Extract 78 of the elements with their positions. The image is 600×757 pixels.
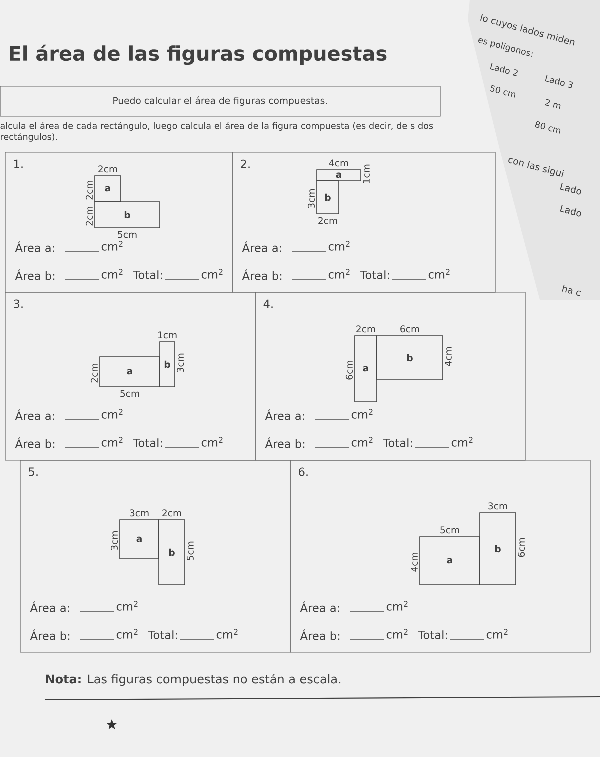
unit-label: cm$^{2}$ [202, 269, 223, 279]
dimension-label: 5cm [440, 526, 460, 534]
sheet-text: ha c [562, 284, 582, 296]
unit-label: cm$^{2}$ [386, 629, 408, 639]
sheet-text: Lado 3 [545, 75, 574, 88]
dimension-label: 3cm [488, 502, 508, 510]
unit-label: cm$^{2}$ [452, 437, 473, 447]
dimension-label: 5cm [118, 231, 137, 238]
dimension-label: 5cm [187, 542, 194, 561]
unit-label: cm$^{2}$ [102, 269, 123, 279]
problem-number: 6. [299, 468, 308, 476]
dimension-label: 6cm [518, 538, 526, 558]
dimension-label: 5cm [120, 390, 140, 398]
unit-label: cm$^{2}$ [428, 269, 450, 279]
sheet-text: 2 m [545, 100, 561, 110]
note-text: Nota: Las figuras compuestas no están a escala. [46, 674, 341, 686]
dimension-label: 2cm [98, 166, 118, 173]
area-label: Área a: [300, 602, 340, 612]
dimension-label: 6cm [400, 326, 420, 333]
title: El área de las figuras compuestas [10, 44, 387, 66]
sheet-text: Lado [560, 183, 582, 195]
problem-number: 3. [14, 300, 23, 308]
unit-label: cm$^{2}$ [328, 269, 350, 279]
unit-label: cm$^{2}$ [202, 437, 223, 447]
area-label: Área b: [265, 438, 305, 448]
area-label: Total: [133, 270, 162, 280]
dimension-label: 3cm [177, 354, 184, 373]
dimension-label: 2cm [356, 326, 376, 333]
dimension-label: 1cm [363, 164, 370, 184]
area-label: Área a: [242, 242, 282, 252]
unit-label: cm$^{2}$ [116, 601, 138, 611]
area-label: Total: [133, 438, 162, 448]
area-label: Área b: [242, 270, 282, 280]
unit-label: cm$^{2}$ [102, 409, 123, 419]
dimension-label: 3cm [110, 532, 118, 550]
dimension-label: 3cm [308, 190, 315, 208]
dimension-label: 4cm [411, 553, 418, 572]
problem-number: 2. [241, 160, 250, 168]
dimension-label: 2cm [318, 217, 338, 224]
sheet-text: 50 cm [490, 85, 516, 98]
unit-label: cm$^{2}$ [102, 241, 123, 251]
unit-label: cm$^{2}$ [102, 437, 123, 447]
sheet-text: Lado 2 [490, 63, 518, 76]
area-label: Área b: [15, 438, 55, 448]
dimension-label: 3cm [130, 510, 149, 517]
area-label: Total: [360, 270, 390, 280]
sheet-text: Lado [560, 205, 582, 217]
unit-label: cm$^{2}$ [352, 437, 373, 447]
unit-label: cm$^{2}$ [328, 241, 350, 251]
unit-label: cm$^{2}$ [386, 601, 408, 611]
objective-box: Puedo calcular el área de figuras compuestas. [0, 86, 441, 117]
sheet-text: con las sigui [508, 158, 564, 178]
area-label: Área a: [265, 410, 304, 420]
area-label: Total: [383, 438, 412, 448]
dimension-label: 2cm [86, 181, 93, 200]
problem-number: 4. [264, 300, 273, 308]
dimension-label: 2cm [162, 510, 182, 517]
dimension-label: 4cm [329, 160, 348, 167]
sheet-text: 80 cm [535, 122, 561, 134]
problem-number: 5. [29, 468, 38, 476]
dimension-label: 2cm [90, 364, 98, 383]
area-label: Área b: [300, 630, 340, 640]
area-label: Área b: [30, 630, 70, 640]
problem-number: 1. [14, 160, 23, 168]
unit-label: cm$^{2}$ [216, 629, 238, 639]
dimension-label: 2cm [86, 207, 93, 226]
area-label: Total: [148, 630, 178, 640]
unit-label: cm$^{2}$ [116, 629, 138, 639]
unit-label: cm$^{2}$ [486, 629, 508, 639]
dimension-label: 4cm [445, 347, 452, 366]
unit-label: cm$^{2}$ [352, 409, 373, 419]
dimension-label: 1cm [158, 332, 177, 339]
area-label: Área b: [15, 270, 55, 280]
dimension-label: 6cm [346, 361, 353, 380]
area-label: Área a: [15, 242, 54, 252]
area-label: Área a: [30, 602, 70, 612]
area-label: Total: [418, 630, 448, 640]
area-label: Área a: [15, 410, 54, 420]
